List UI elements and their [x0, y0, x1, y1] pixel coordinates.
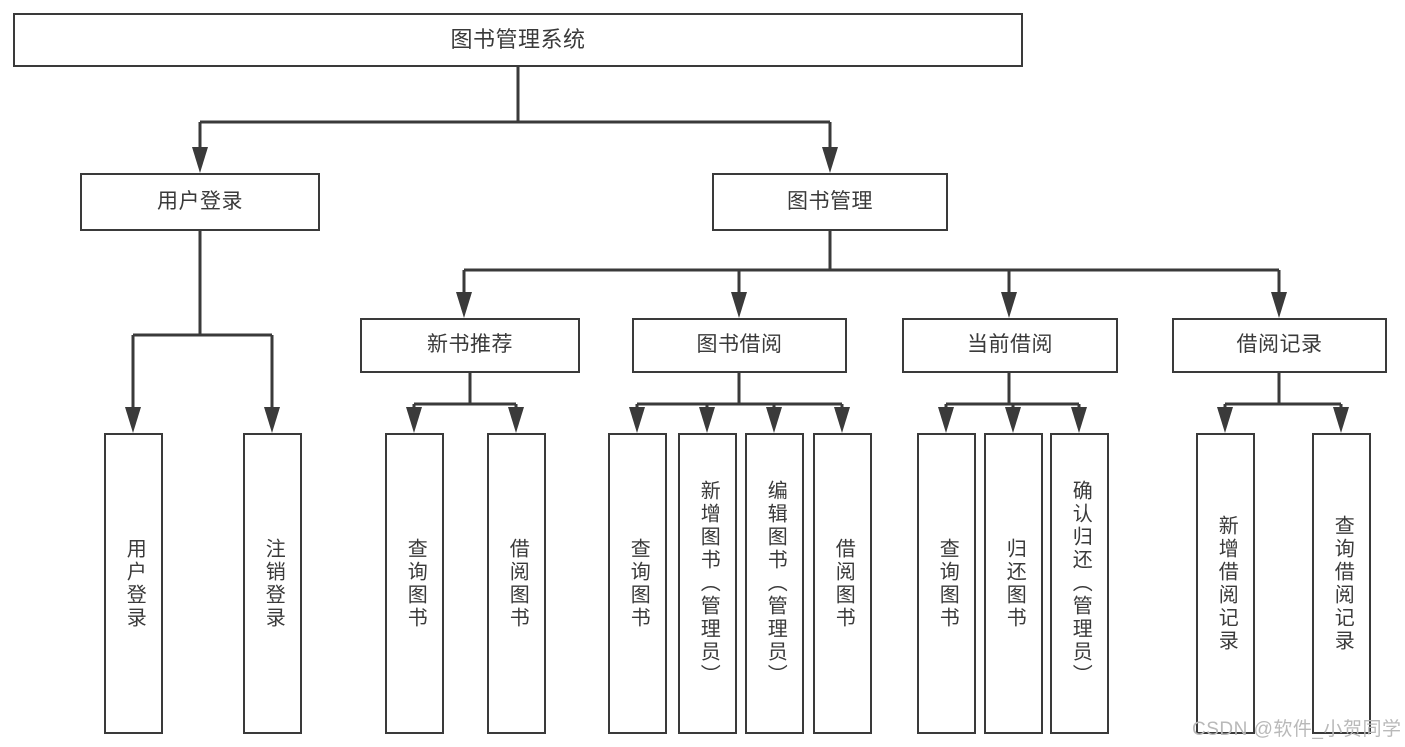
node-leaf-2[interactable]: 注销登录: [243, 433, 302, 734]
node-label: 当前借阅: [967, 333, 1053, 357]
node-label: 查询图书: [627, 537, 650, 630]
connector-edge-new-book-rec: [406, 373, 524, 433]
node-book-manage[interactable]: 图书管理: [712, 173, 948, 231]
node-label: 新书推荐: [427, 333, 513, 357]
csdn-watermark: CSDN @软件_小贺同学: [1192, 719, 1402, 740]
node-label: 注销登录: [262, 537, 285, 630]
node-label: 新增图书（管理员）: [697, 480, 720, 687]
node-leaf-8[interactable]: 借阅图书: [813, 433, 872, 734]
node-leaf-6[interactable]: 新增图书（管理员）: [678, 433, 737, 734]
node-root[interactable]: 图书管理系统: [13, 13, 1023, 67]
connector-edge-borrow-record: [1217, 373, 1349, 433]
node-label: 归还图书: [1003, 537, 1026, 630]
node-leaf-1[interactable]: 用户登录: [104, 433, 163, 734]
node-leaf-3[interactable]: 查询图书: [385, 433, 444, 734]
node-label: 新增借阅记录: [1215, 514, 1238, 653]
node-label: 借阅图书: [832, 537, 855, 630]
connector-edge-root: [192, 67, 838, 173]
connector-edge-current-borrow: [938, 373, 1087, 433]
node-label: 图书管理系统: [450, 27, 586, 53]
connector-edge-book-borrow: [629, 373, 850, 433]
node-label: 用户登录: [157, 189, 243, 213]
node-leaf-9[interactable]: 查询图书: [917, 433, 976, 734]
node-current-borrow[interactable]: 当前借阅: [902, 318, 1118, 373]
node-leaf-7[interactable]: 编辑图书（管理员）: [745, 433, 804, 734]
node-label: 编辑图书（管理员）: [764, 480, 787, 687]
connector-edge-user-login: [125, 231, 280, 433]
node-label: 借阅图书: [506, 537, 529, 630]
connector-edge-book-manage: [456, 231, 1287, 318]
node-label: 查询图书: [936, 537, 959, 630]
node-label: 用户登录: [123, 537, 146, 630]
node-leaf-5[interactable]: 查询图书: [608, 433, 667, 734]
node-new-book-rec[interactable]: 新书推荐: [360, 318, 580, 373]
node-user-login[interactable]: 用户登录: [80, 173, 320, 231]
node-leaf-13[interactable]: 查询借阅记录: [1312, 433, 1371, 734]
node-label: 确认归还（管理员）: [1069, 480, 1092, 687]
node-book-borrow[interactable]: 图书借阅: [632, 318, 847, 373]
node-leaf-11[interactable]: 确认归还（管理员）: [1050, 433, 1109, 734]
node-leaf-12[interactable]: 新增借阅记录: [1196, 433, 1255, 734]
node-leaf-4[interactable]: 借阅图书: [487, 433, 546, 734]
node-label: 查询图书: [404, 537, 427, 630]
node-leaf-10[interactable]: 归还图书: [984, 433, 1043, 734]
node-label: 图书管理: [787, 189, 873, 213]
node-label: 查询借阅记录: [1331, 514, 1354, 653]
node-label: 借阅记录: [1236, 333, 1323, 357]
node-label: 图书借阅: [696, 333, 783, 357]
node-borrow-record[interactable]: 借阅记录: [1172, 318, 1387, 373]
